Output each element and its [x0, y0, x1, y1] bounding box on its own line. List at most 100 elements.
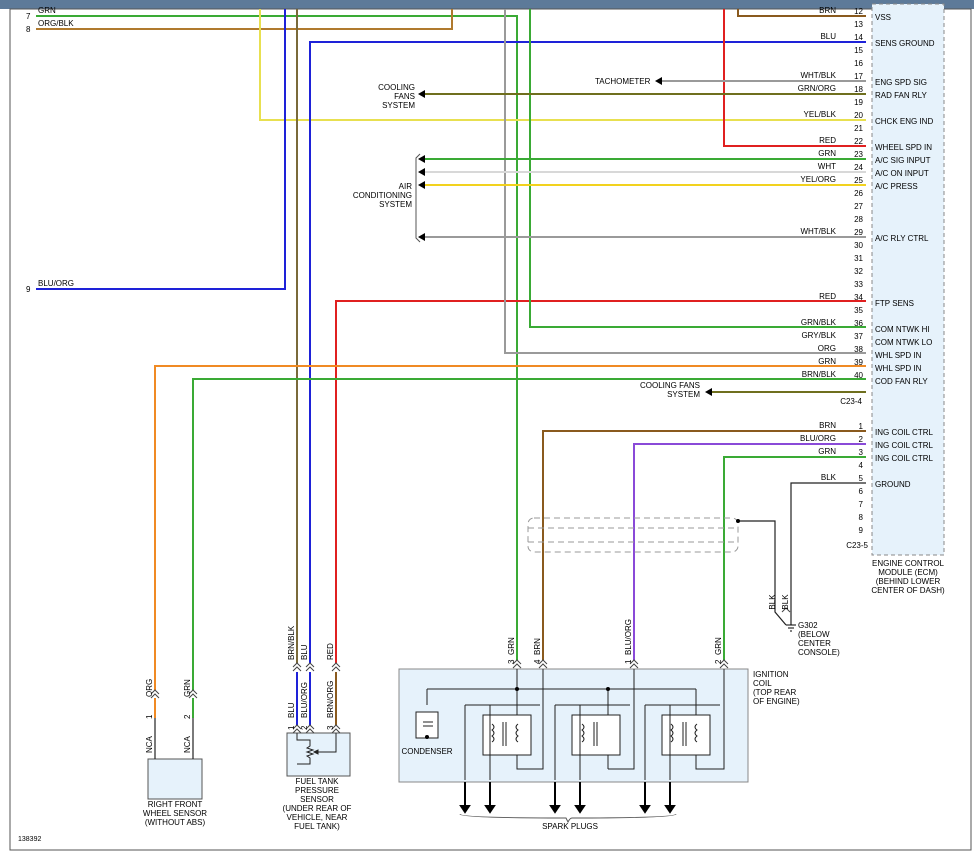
ecm-pin-14-number: 14 — [854, 33, 863, 42]
wires — [36, 9, 866, 725]
ignition-coil-label-line-0: IGNITION — [753, 670, 789, 679]
wire-red-34 — [335, 300, 866, 663]
ecm-pin-38-number: 38 — [854, 345, 863, 354]
ftp-pin-2-number: 2 — [300, 725, 309, 730]
ws-pin-2-nca: NCA — [183, 735, 192, 753]
ecm-c5-pin-3-number: 3 — [859, 448, 864, 457]
ecm-pin-27-number: 27 — [854, 202, 863, 211]
ecm-pin-36-wire: GRN/BLK — [801, 318, 837, 327]
ecm-pin-16-number: 16 — [854, 59, 863, 68]
coil-pin-1-wire: BRN — [533, 638, 542, 655]
ecm-pin-21-number: 21 — [854, 124, 863, 133]
condenser-label: CONDENSER — [401, 747, 452, 756]
arrow-tach-icon — [655, 77, 662, 85]
wheel-sensor-label-line-2: (WITHOUT ABS) — [145, 818, 206, 827]
condenser-icon — [415, 711, 439, 739]
ftp-sensor-label-line-1: PRESSURE — [295, 786, 339, 795]
ecm-pin-12-func: VSS — [875, 13, 891, 22]
ftp-pin-3-wire: BRN/ORG — [326, 681, 335, 718]
ecm-c5-pin-2-wire: BLU/ORG — [800, 434, 836, 443]
wheel-sensor-label-line-0: RIGHT FRONT — [148, 800, 203, 809]
ecm-pin-13-number: 13 — [854, 20, 863, 29]
ecm-pin-35-number: 35 — [854, 306, 863, 315]
ecm-pin-25-func: A/C PRESS — [875, 182, 918, 191]
cooling-fans-2-label-line-0: COOLING FANS — [640, 381, 700, 390]
ecm-pin-22-number: 22 — [854, 137, 863, 146]
cooling-fans-2-label-line-1: SYSTEM — [667, 390, 700, 399]
left-pin-9-number: 9 — [26, 285, 31, 294]
ecm-c5-pin-2-number: 2 — [859, 435, 864, 444]
ecm-pin-40-wire: BRN/BLK — [802, 370, 837, 379]
ecm-c5-pin-9-number: 9 — [859, 526, 864, 535]
ignition-coil-label-line-2: (TOP REAR — [753, 688, 796, 697]
ecm-pin-24-wire: WHT — [818, 162, 836, 171]
ecm-pin-20-number: 20 — [854, 111, 863, 120]
cooling-fans-1-label-line-1: FANS — [394, 92, 415, 101]
ecm-pin-38-func: WHL SPD IN — [875, 351, 922, 360]
destination-arrows — [418, 77, 712, 396]
left-pin-7-wire: GRN — [38, 6, 56, 15]
coil-pin-0-wire: GRN — [507, 637, 516, 655]
left-pin-9-wire: BLU/ORG — [38, 279, 74, 288]
arrow-ac-23-icon — [418, 155, 425, 163]
ws-pin-1-number: 1 — [145, 714, 154, 719]
ecm-pin-23-number: 23 — [854, 150, 863, 159]
g302-label-line-1: (BELOW — [798, 630, 830, 639]
ground-wires — [154, 482, 866, 759]
shield-drain-dot — [736, 519, 740, 523]
ecm-c5-pin-2-func: ING COIL CTRL — [875, 441, 933, 450]
junction-dots — [425, 687, 610, 739]
ecm-pin-24-func: A/C ON INPUT — [875, 169, 929, 178]
ecm-pin-29-wire: WHT/BLK — [800, 227, 836, 236]
ecm-pin-17-wire: WHT/BLK — [800, 71, 836, 80]
ground-symbol-icon — [786, 624, 796, 632]
wire-grn-left-7 — [36, 15, 518, 660]
ecm-pin-19-number: 19 — [854, 98, 863, 107]
coil-pin-2-number: 1 — [624, 659, 633, 664]
window-title-bar — [0, 0, 974, 9]
ecm-title-line-2: (BEHIND LOWER — [876, 577, 941, 586]
wire-grn-39 — [192, 378, 866, 690]
connector-chevrons — [150, 607, 791, 734]
ecm-pin-39-number: 39 — [854, 358, 863, 367]
arrow-ac-25-icon — [418, 181, 425, 189]
ecm-pin-26-number: 26 — [854, 189, 863, 198]
ws-pin-2-number: 2 — [183, 714, 192, 719]
ecm-c5-pin-3-func: ING COIL CTRL — [875, 454, 933, 463]
ecm-connector-c23-4: C23-4 — [840, 397, 862, 406]
ecm-title-line-0: ENGINE CONTROL — [872, 559, 945, 568]
g302-label-line-0: G302 — [798, 621, 818, 630]
coil-pin-2-wire: BLU/ORG — [624, 619, 633, 655]
ecm-pin-34-wire: RED — [819, 292, 836, 301]
ftp-pin-2-wire: BLU/ORG — [300, 682, 309, 718]
wire-org-38 — [154, 365, 866, 690]
ecm-pin-20-wire: YEL/BLK — [804, 110, 837, 119]
ecm-pin-30-number: 30 — [854, 241, 863, 250]
ecm-pin-18-wire: GRN/ORG — [798, 84, 836, 93]
ecm-pin-36-number: 36 — [854, 319, 863, 328]
ecm-c5-pin-5-wire: BLK — [821, 473, 837, 482]
ws-pin-1-nca: NCA — [145, 735, 154, 753]
ecm-pin-34-number: 34 — [854, 293, 863, 302]
ecm-c5-pin-1-number: 1 — [859, 422, 864, 431]
wire-org-blk-left-8 — [36, 9, 453, 30]
wire-gry-blk-37 — [504, 9, 866, 354]
spark-plugs-brace — [459, 813, 677, 824]
wire-grn-blk-36 — [529, 9, 866, 328]
ecm-pin-31-number: 31 — [854, 254, 863, 263]
misc-labels: 7GRN8ORG/BLK9BLU/ORGTACHOMETERCOOLINGFAN… — [18, 6, 840, 843]
ecm-pin-14-func: SENS GROUND — [875, 39, 935, 48]
ecm-pin-29-number: 29 — [854, 228, 863, 237]
ecm-pin-17-number: 17 — [854, 72, 863, 81]
ecm-c5-pin-4-number: 4 — [859, 461, 864, 470]
twisted-pair-shield — [527, 517, 739, 553]
arrow-cooling-2-icon — [705, 388, 712, 396]
ac-system-bracket — [415, 153, 421, 243]
ecm-pin-23-wire: GRN — [818, 149, 836, 158]
coil-pin-3-number: 2 — [714, 659, 723, 664]
ecm-pin-22-wire: RED — [819, 136, 836, 145]
ecm-pin-40-number: 40 — [854, 371, 863, 380]
spark-plugs-label: SPARK PLUGS — [542, 822, 598, 831]
wire-blu-org-c2 — [633, 443, 866, 660]
ecm-pin-23-func: A/C SIG INPUT — [875, 156, 931, 165]
